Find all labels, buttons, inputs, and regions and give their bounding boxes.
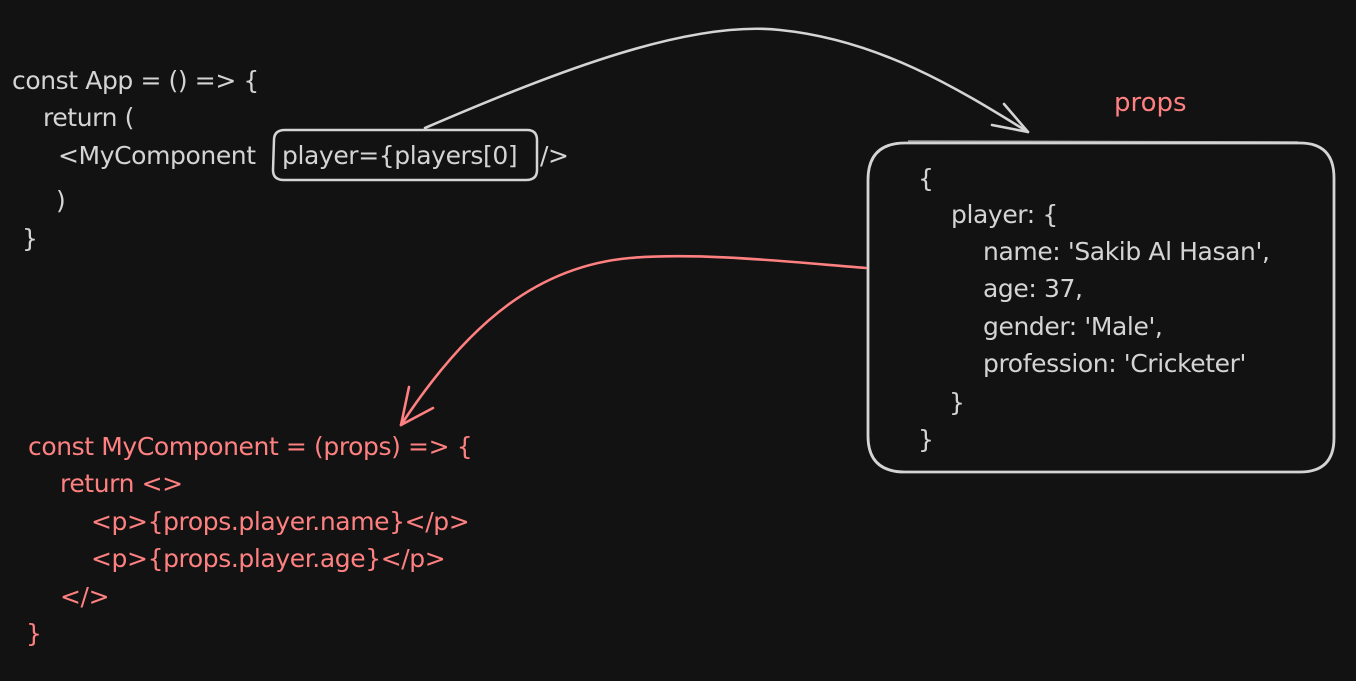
props-line-inner-close: } — [949, 388, 965, 417]
component-code-line-3: <p>{props.player.name}</p> — [91, 507, 470, 536]
app-code-line-1: const App = () => { — [12, 66, 259, 95]
props-line-open: { — [918, 164, 934, 193]
props-line-gender: gender: 'Male', — [983, 312, 1163, 341]
props-line-age: age: 37, — [983, 274, 1083, 303]
component-code-line-2: return <> — [60, 469, 183, 498]
component-code-line-4: <p>{props.player.age}</p> — [91, 544, 446, 573]
props-object-box-sketch — [907, 140, 1299, 143]
props-label: props — [1114, 88, 1187, 118]
app-code-line-5: } — [22, 224, 38, 253]
props-line-name: name: 'Sakib Al Hasan', — [983, 237, 1270, 266]
props-line-profession: profession: 'Cricketer' — [983, 349, 1246, 378]
component-code-line-1: const MyComponent = (props) => { — [28, 432, 473, 461]
pass-props-arrow — [423, 27, 1030, 134]
props-line-player: player: { — [951, 200, 1058, 229]
props-line-outer-close: } — [918, 425, 934, 454]
app-code-line-4: ) — [56, 186, 66, 215]
props-object-box — [866, 141, 1336, 474]
component-code-line-5: </> — [60, 582, 110, 611]
component-code-line-6: } — [26, 619, 42, 648]
pass-props-arrowhead — [990, 102, 1030, 134]
app-code-component-tag: <MyComponent — [58, 141, 256, 170]
receive-props-arrow — [399, 254, 868, 427]
app-code-self-close: /> — [540, 141, 569, 170]
app-code-player-prop: player={players[0] — [282, 141, 518, 170]
receive-props-arrowhead — [399, 385, 435, 427]
app-code-line-2: return ( — [43, 103, 134, 132]
